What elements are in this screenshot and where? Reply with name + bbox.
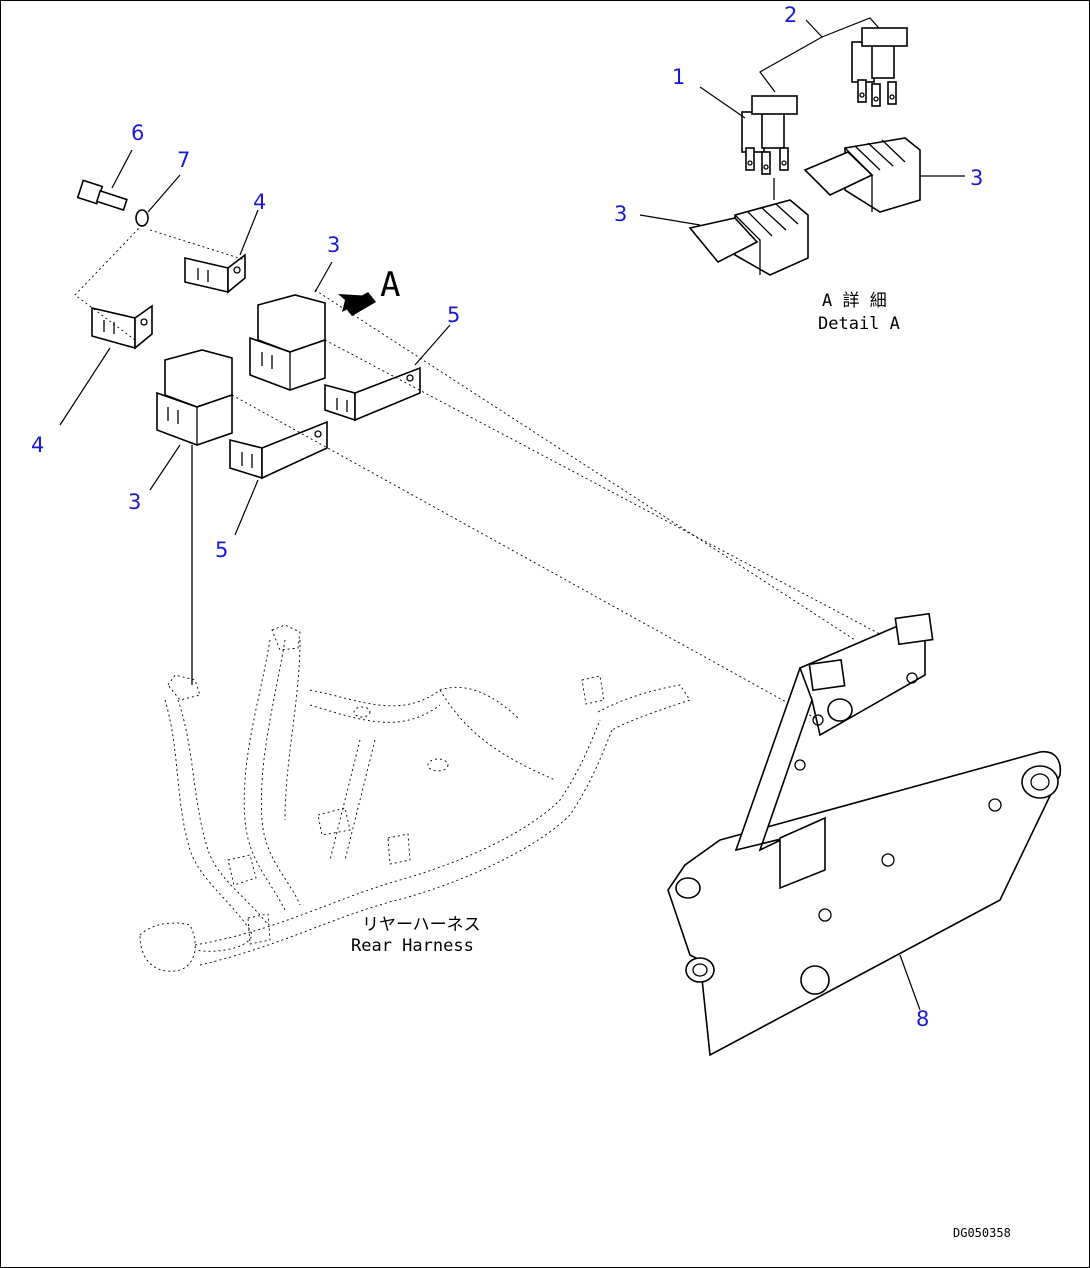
fuse-pair-right <box>851 27 908 107</box>
view-arrow-a <box>338 292 376 316</box>
fuse-pair-left <box>741 95 798 175</box>
bracket-item-4-lower <box>91 304 153 350</box>
bracket-item-4-upper <box>184 253 246 294</box>
view-marker-a: A <box>380 265 400 305</box>
harness-label-jp: リヤーハーネス <box>362 915 481 935</box>
callout-3-upper: 3 <box>327 233 340 257</box>
callout-1: 1 <box>672 65 685 89</box>
harness-label-en: Rear Harness <box>351 936 474 956</box>
relay-item-3-lower <box>156 349 233 446</box>
bracket-item-5-lower <box>229 420 328 480</box>
callout-4-upper: 4 <box>253 190 266 214</box>
callout-3-detail-left: 3 <box>614 202 627 226</box>
callout-4-lower: 4 <box>31 433 44 457</box>
rear-harness <box>139 624 691 972</box>
bracket-item-5-upper <box>324 366 421 422</box>
callout-8: 8 <box>916 1007 929 1031</box>
callout-6: 6 <box>131 121 144 145</box>
bolt-item-6 <box>76 179 128 212</box>
callout-5-lower: 5 <box>215 538 228 562</box>
relay-detail-right <box>803 137 921 213</box>
callout-5-upper: 5 <box>447 303 460 327</box>
relay-item-3-upper <box>249 294 326 391</box>
relay-detail-left <box>688 199 809 276</box>
callout-7: 7 <box>177 148 190 172</box>
drawing-number: DG050358 <box>953 1226 1011 1240</box>
detail-label-jp: A 詳 細 <box>822 291 887 311</box>
callout-3-lower: 3 <box>128 490 141 514</box>
washer-item-7 <box>135 209 149 227</box>
detail-label-en: Detail A <box>818 314 900 334</box>
callout-2: 2 <box>784 3 797 27</box>
detail-a-group <box>639 17 965 276</box>
bracket-plate-item-8 <box>667 612 1062 1057</box>
callout-3-detail-right: 3 <box>970 166 983 190</box>
